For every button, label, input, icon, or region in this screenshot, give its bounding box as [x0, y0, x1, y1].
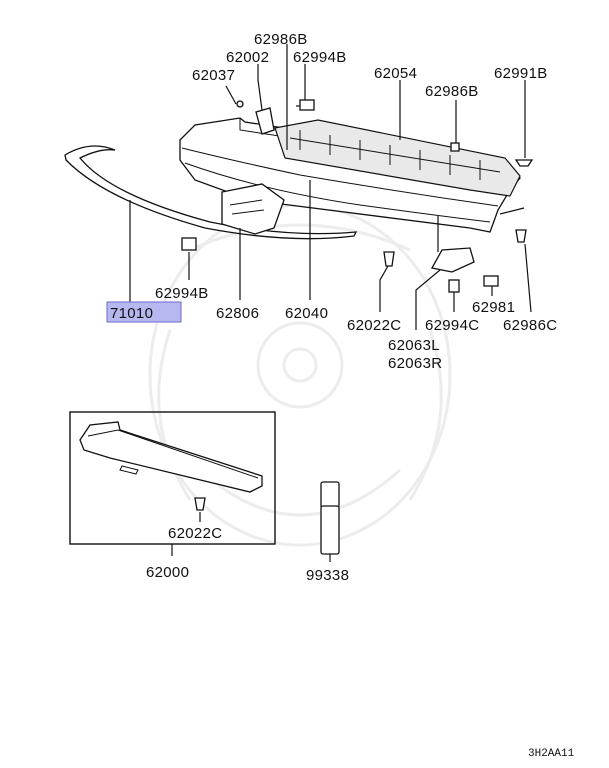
fastener-62986B-mid[interactable]: [450, 142, 460, 152]
fastener-62022C-right[interactable]: [383, 251, 395, 267]
fastener-62981[interactable]: [483, 275, 499, 287]
leader-lines: [129, 44, 532, 330]
fastener-62986C[interactable]: [515, 229, 527, 243]
fastener-62991B[interactable]: [514, 159, 534, 167]
molding-strip-71010[interactable]: [64, 145, 358, 240]
label-62986B-mid: 62986B: [425, 83, 479, 100]
label-62040: 62040: [285, 305, 328, 322]
license-bracket-62806[interactable]: [221, 183, 285, 235]
label-62037: 62037: [192, 67, 235, 84]
bumper-assembly-62000[interactable]: [79, 421, 263, 493]
label-62022C-box: 62022C: [168, 525, 222, 542]
label-99338: 99338: [306, 567, 349, 584]
reinforcement-62054[interactable]: [274, 119, 521, 197]
diagram-code: 3H2AA11: [528, 748, 575, 760]
label-62981: 62981: [472, 299, 515, 316]
label-62000: 62000: [146, 564, 189, 581]
label-62002: 62002: [226, 49, 269, 66]
label-62994B-left: 62994B: [155, 285, 209, 302]
bracket-62002[interactable]: [255, 107, 275, 135]
paint-bottle-99338[interactable]: [320, 481, 340, 555]
label-62986B-top: 62986B: [254, 31, 308, 48]
label-62994C: 62994C: [425, 317, 479, 334]
side-bracket-62063[interactable]: [430, 247, 475, 273]
label-62806: 62806: [216, 305, 259, 322]
label-62991B: 62991B: [494, 65, 548, 82]
label-62054: 62054: [374, 65, 417, 82]
fastener-62994C[interactable]: [448, 279, 460, 293]
highlight-71010: [106, 301, 182, 323]
watermark-emblem: [148, 203, 452, 547]
fastener-62994B-top[interactable]: [296, 99, 315, 111]
fastener-62037[interactable]: [236, 100, 244, 108]
label-62994B-top: 62994B: [293, 49, 347, 66]
label-62063R: 62063R: [388, 355, 442, 372]
fastener-62022C-box[interactable]: [194, 497, 206, 511]
label-62986C: 62986C: [503, 317, 557, 334]
label-62063L: 62063L: [388, 337, 440, 354]
label-62022C-right: 62022C: [347, 317, 401, 334]
fastener-62994B-left[interactable]: [181, 237, 197, 251]
label-71010: 71010: [110, 305, 153, 322]
